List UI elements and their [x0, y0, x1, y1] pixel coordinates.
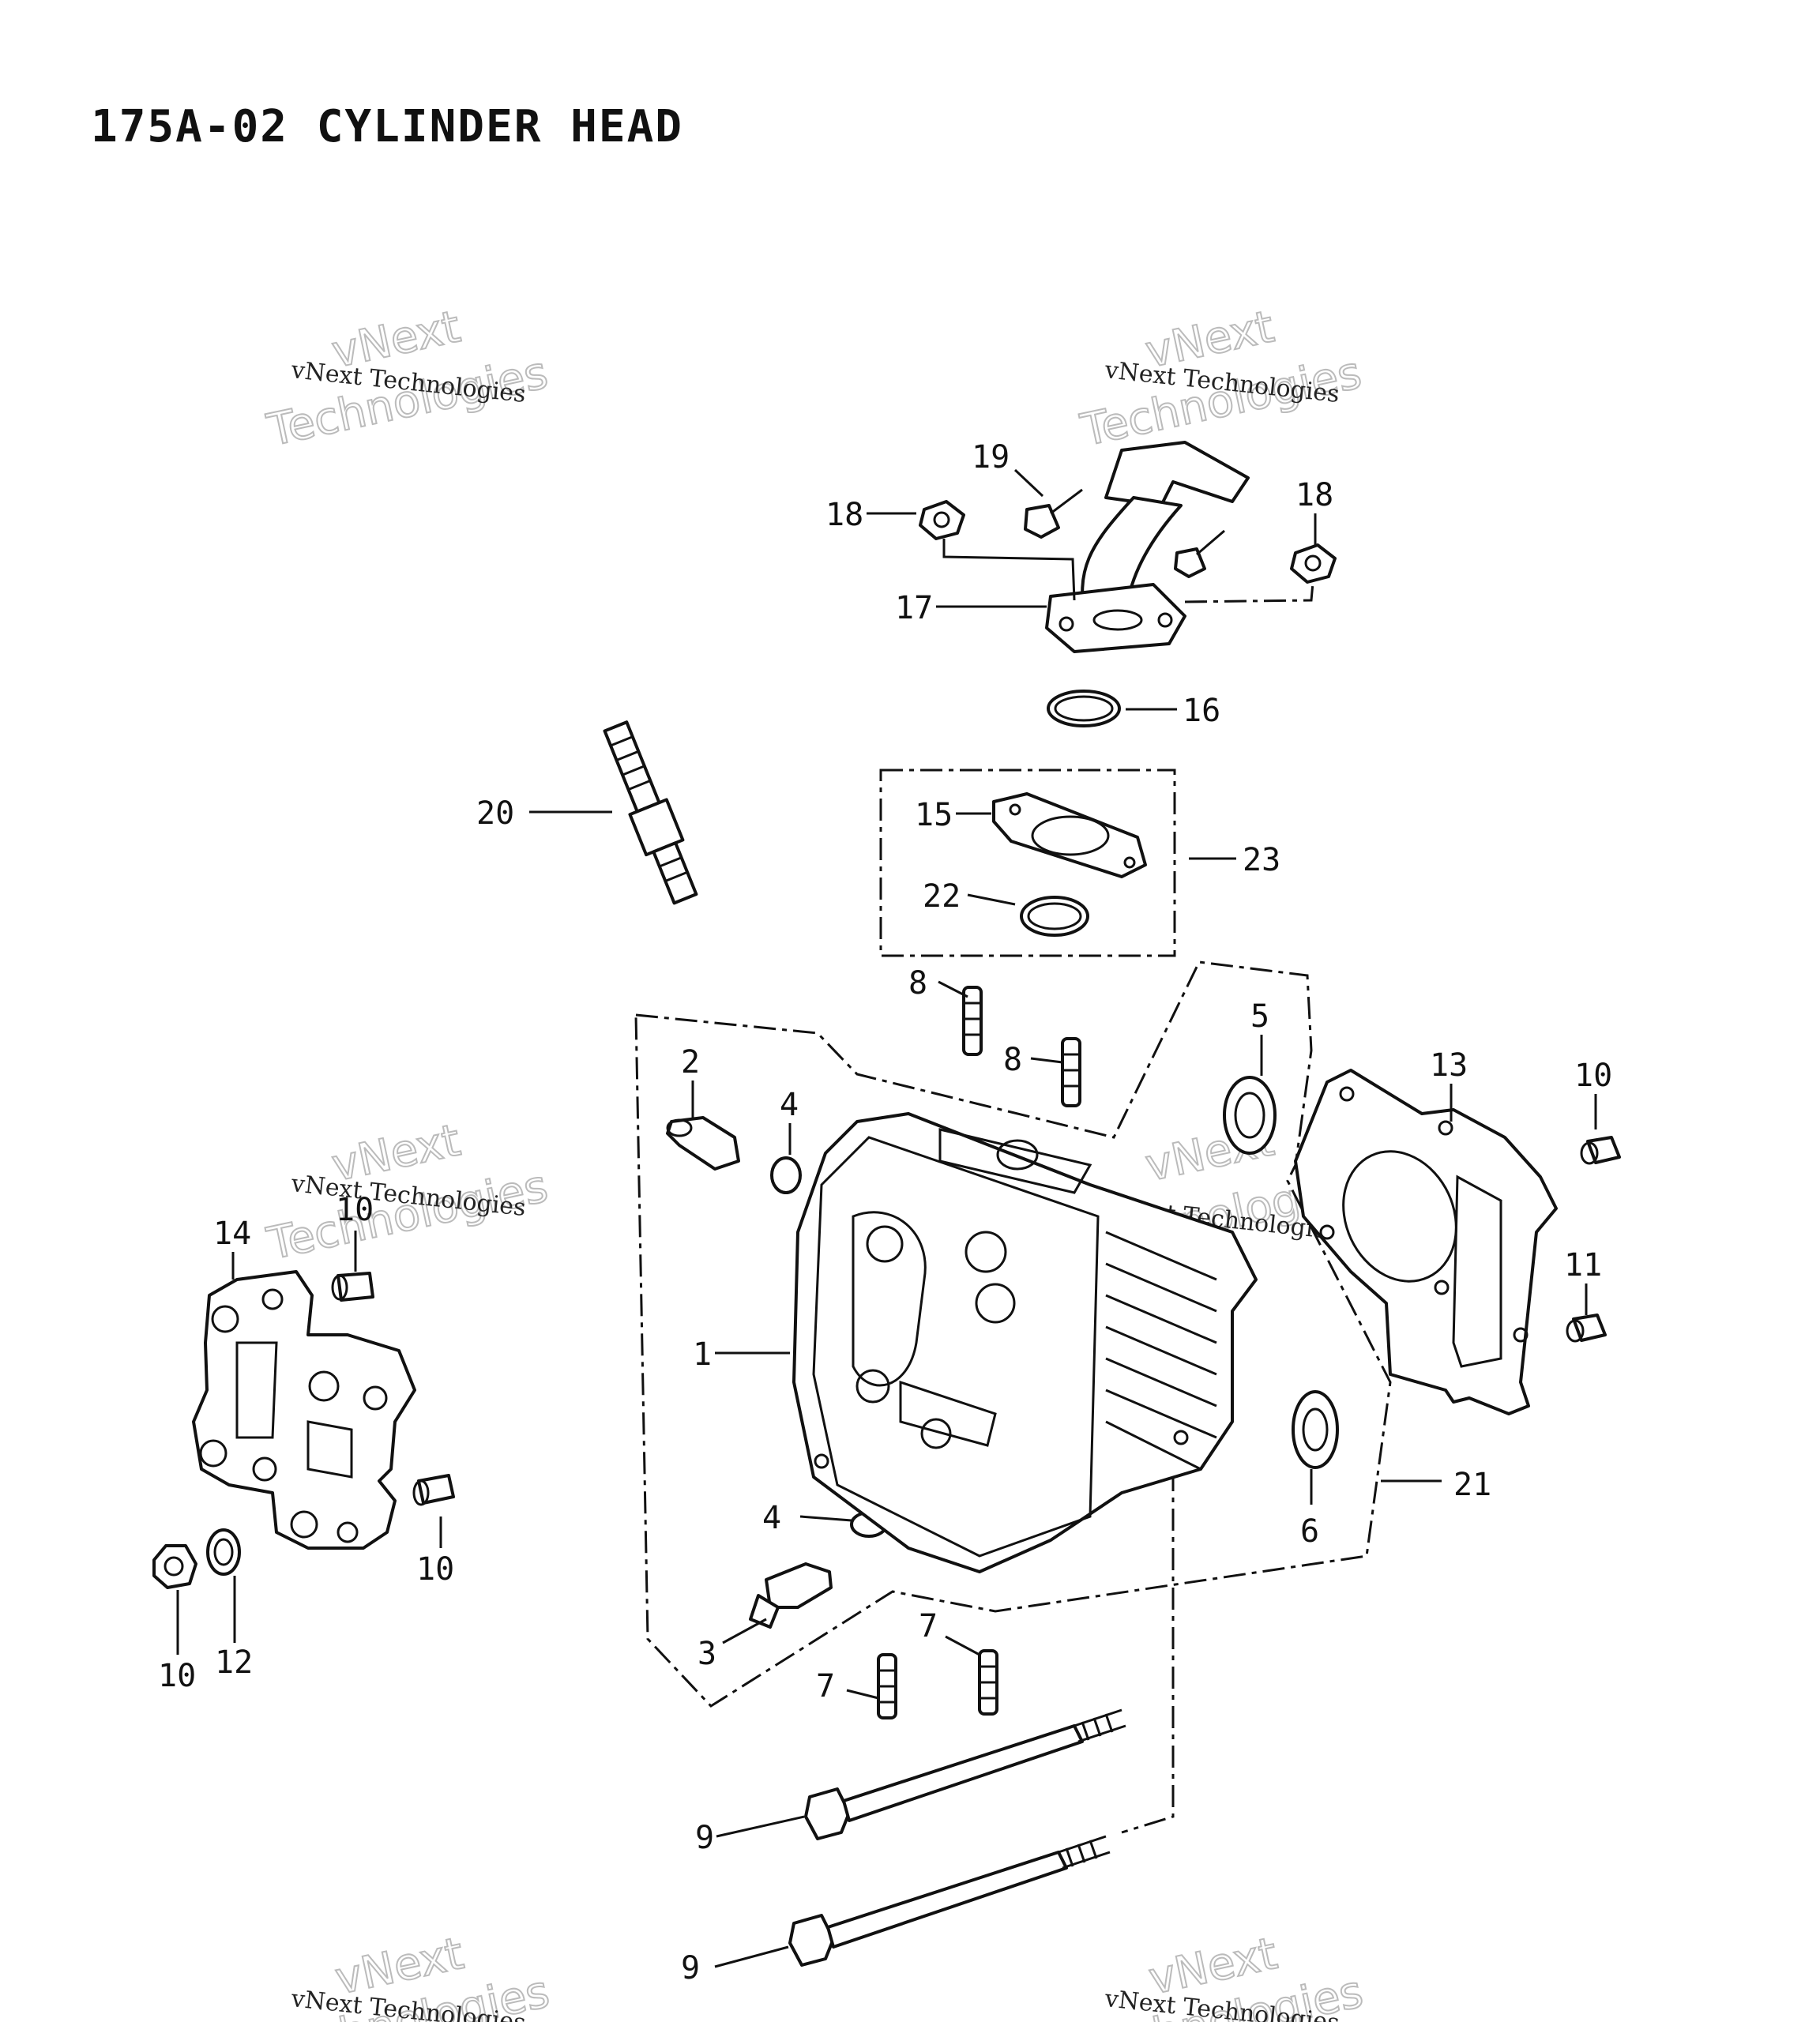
fitting-part-3: [749, 1562, 833, 1629]
callout-6: 6: [1300, 1513, 1319, 1550]
seal-part-6: [1292, 1390, 1339, 1469]
bolt-guide-19: [942, 539, 1076, 601]
callout-9-lower: 9: [681, 1950, 700, 1986]
nut-part-14: [152, 1544, 197, 1589]
callout-18-right: 18: [1295, 477, 1333, 513]
callout-21: 21: [1453, 1467, 1491, 1503]
spark-plug-part-20: [603, 720, 698, 905]
gasket-part-15: [992, 792, 1147, 878]
callout-8-right: 8: [1003, 1042, 1022, 1078]
callout-17: 17: [895, 590, 933, 626]
callout-16: 16: [1183, 693, 1220, 729]
callout-14: 10: [158, 1658, 196, 1694]
stud-part-8-right: [1061, 1037, 1081, 1107]
nut-part-18-right: [1290, 543, 1337, 584]
callout-1: 1: [693, 1336, 712, 1373]
dowel-part-10-right-bottom: [1566, 1314, 1607, 1343]
callout-11: 13: [1430, 1047, 1468, 1084]
bolt-guide-line: [1121, 1469, 1175, 1834]
callout-15: 15: [915, 797, 953, 833]
cylinder-head-part-1: [792, 1112, 1258, 1573]
callout-5: 5: [1250, 998, 1269, 1035]
callout-4-top: 4: [780, 1087, 799, 1123]
leader-lines: [176, 468, 1597, 1968]
stud-part-7-right: [978, 1649, 998, 1716]
o-ring-part-4-top: [770, 1156, 802, 1194]
callout-10-right-bottom: 11: [1564, 1247, 1602, 1283]
bolt-part-19: [1024, 488, 1083, 539]
dowel-part-10-right-top: [1580, 1136, 1621, 1165]
callout-23: 23: [1243, 842, 1280, 878]
callout-10-left-top: 10: [336, 1192, 374, 1228]
callout-10-left-bottom: 10: [416, 1551, 454, 1588]
bolt-part-19b: [1174, 529, 1225, 578]
dowel-part-10-left-top: [331, 1272, 374, 1302]
o-ring-part-16-inner: [1054, 695, 1114, 722]
callout-4-bottom: 4: [762, 1500, 781, 1536]
callout-7-left: 7: [816, 1668, 835, 1704]
dowel-part-10-left-bottom: [412, 1474, 455, 1506]
intake-pipe-part-17: [1045, 441, 1250, 653]
rocker-holder-part-12: [192, 1270, 416, 1550]
callout-8-left: 8: [908, 965, 927, 1002]
stud-part-8-left: [962, 986, 983, 1056]
callout-18-left: 18: [825, 497, 863, 533]
o-ring-part-22-inner: [1027, 902, 1082, 930]
diagram-title: 175A-02 CYLINDER HEAD: [91, 101, 684, 152]
callout-7-right: 7: [919, 1608, 938, 1644]
callout-19: 19: [972, 439, 1010, 475]
callout-12: 14: [213, 1216, 251, 1252]
gasket-kit-boundary: [879, 769, 1176, 957]
callout-13: 12: [215, 1644, 253, 1681]
head-assembly-boundary: [634, 960, 1392, 1708]
nut-guide-18: [1184, 582, 1314, 603]
callout-2: 2: [681, 1044, 700, 1081]
bolt-part-9-upper: [804, 1708, 1126, 1840]
washer-part-13: [206, 1528, 241, 1576]
callout-22: 22: [923, 878, 961, 915]
stud-part-7-left: [877, 1653, 897, 1719]
fitting-part-2: [666, 1116, 740, 1171]
seal-part-5: [1223, 1076, 1277, 1155]
bolt-part-9-lower: [788, 1835, 1111, 1967]
callout-10-right-top: 10: [1574, 1058, 1612, 1094]
nut-part-18-left: [919, 500, 965, 540]
gasket-part-11: [1294, 1069, 1558, 1415]
callout-9-upper: 9: [695, 1820, 714, 1856]
callout-20: 20: [476, 795, 514, 832]
callout-labels: 18 19 18 17 16 20 15 22 23 8 8 5 2 4 13 …: [158, 439, 1612, 1986]
callout-3: 3: [698, 1636, 716, 1672]
